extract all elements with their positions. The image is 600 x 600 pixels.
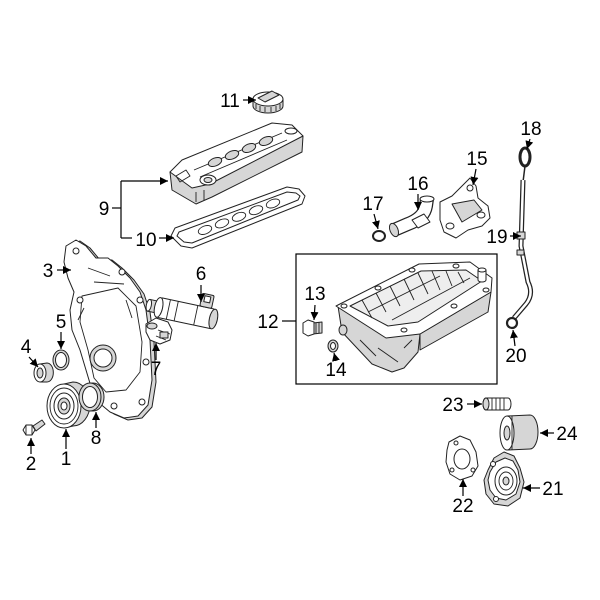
callout-number: 5: [56, 312, 67, 333]
callout-number: 1: [61, 449, 72, 470]
seal-8: [78, 382, 105, 412]
callout-number: 19: [486, 227, 507, 248]
camshaft-sensor: [145, 317, 173, 345]
callout-number: 12: [257, 312, 278, 333]
callout-10: 10: [135, 230, 174, 251]
callout-21: 21: [523, 479, 564, 500]
callout-1: 1: [61, 429, 72, 470]
leader-arrow: [470, 168, 479, 186]
callout-number: 11: [220, 91, 240, 112]
oil-pan: [335, 261, 493, 373]
callout-9: 9: [99, 177, 168, 239]
callout-7: 7: [151, 343, 162, 380]
callout-number: 10: [135, 230, 156, 251]
callout-8: 8: [91, 412, 102, 449]
callout-number: 4: [21, 337, 32, 358]
drain-plug: [302, 319, 323, 337]
callout-number: 20: [505, 346, 526, 367]
callout-number: 24: [556, 424, 578, 445]
callout-number: 8: [91, 428, 102, 449]
valve-cover-gasket: [170, 186, 306, 249]
oil-filter-housing: [483, 451, 525, 507]
leader-arrow: [372, 213, 380, 230]
timing-chain-cover: [63, 239, 157, 421]
dipstick-tube: [512, 179, 534, 320]
o-ring-17: [372, 230, 386, 242]
callout-3: 3: [43, 261, 71, 282]
callout-17: 17: [362, 194, 384, 230]
oil-dipstick: [518, 146, 532, 183]
callout-number: 6: [196, 264, 207, 285]
callout-number: 16: [407, 174, 428, 195]
oil-filler-cap: [252, 90, 284, 114]
mounting-bracket: [439, 177, 491, 239]
filter-stud: [482, 397, 512, 411]
callout-6: 6: [196, 264, 207, 302]
oil-filter: [499, 414, 539, 451]
callout-number: 7: [151, 359, 162, 380]
o-ring-5: [52, 349, 70, 371]
callout-11: 11: [220, 91, 256, 112]
callout-number: 9: [99, 199, 110, 220]
leader-arrow: [525, 138, 534, 150]
callout-number: 2: [26, 454, 37, 475]
callout-24: 24: [540, 424, 578, 445]
callout-number: 14: [325, 360, 347, 381]
callout-number: 21: [542, 479, 563, 500]
callout-14: 14: [325, 352, 347, 381]
filter-housing-gasket: [445, 435, 479, 481]
dipstick-tube-seal: [505, 316, 519, 330]
drain-plug-gasket: [327, 339, 339, 353]
callout-16: 16: [407, 174, 429, 210]
crankshaft-pulley: [46, 381, 91, 429]
oil-pan-group-box: [295, 253, 498, 385]
callout-5: 5: [56, 312, 67, 349]
callout-19: 19: [486, 227, 521, 248]
leader-arrow: [28, 356, 39, 368]
callout-number: 23: [442, 395, 463, 416]
callout-number: 3: [43, 261, 54, 282]
leader-arrow: [332, 352, 340, 362]
callout-4: 4: [21, 337, 39, 368]
callout-15: 15: [466, 149, 488, 186]
valve-cover: [169, 122, 304, 205]
callout-number: 15: [466, 149, 487, 170]
crankshaft-seal: [33, 362, 54, 383]
leader-arrow: [510, 329, 518, 347]
pulley-bolt: [22, 419, 46, 436]
leader-arrow: [310, 304, 319, 321]
callout-2: 2: [26, 438, 37, 475]
callout-23: 23: [442, 395, 482, 416]
oil-pipe: [388, 195, 435, 238]
callout-22: 22: [452, 479, 474, 517]
callout-number: 22: [452, 496, 473, 517]
callout-number: 13: [304, 284, 325, 305]
callout-18: 18: [520, 119, 542, 150]
callout-number: 17: [362, 194, 383, 215]
callout-13: 13: [304, 284, 326, 321]
callout-12: 12: [257, 312, 296, 333]
callout-20: 20: [505, 329, 527, 367]
callout-number: 18: [520, 119, 541, 140]
